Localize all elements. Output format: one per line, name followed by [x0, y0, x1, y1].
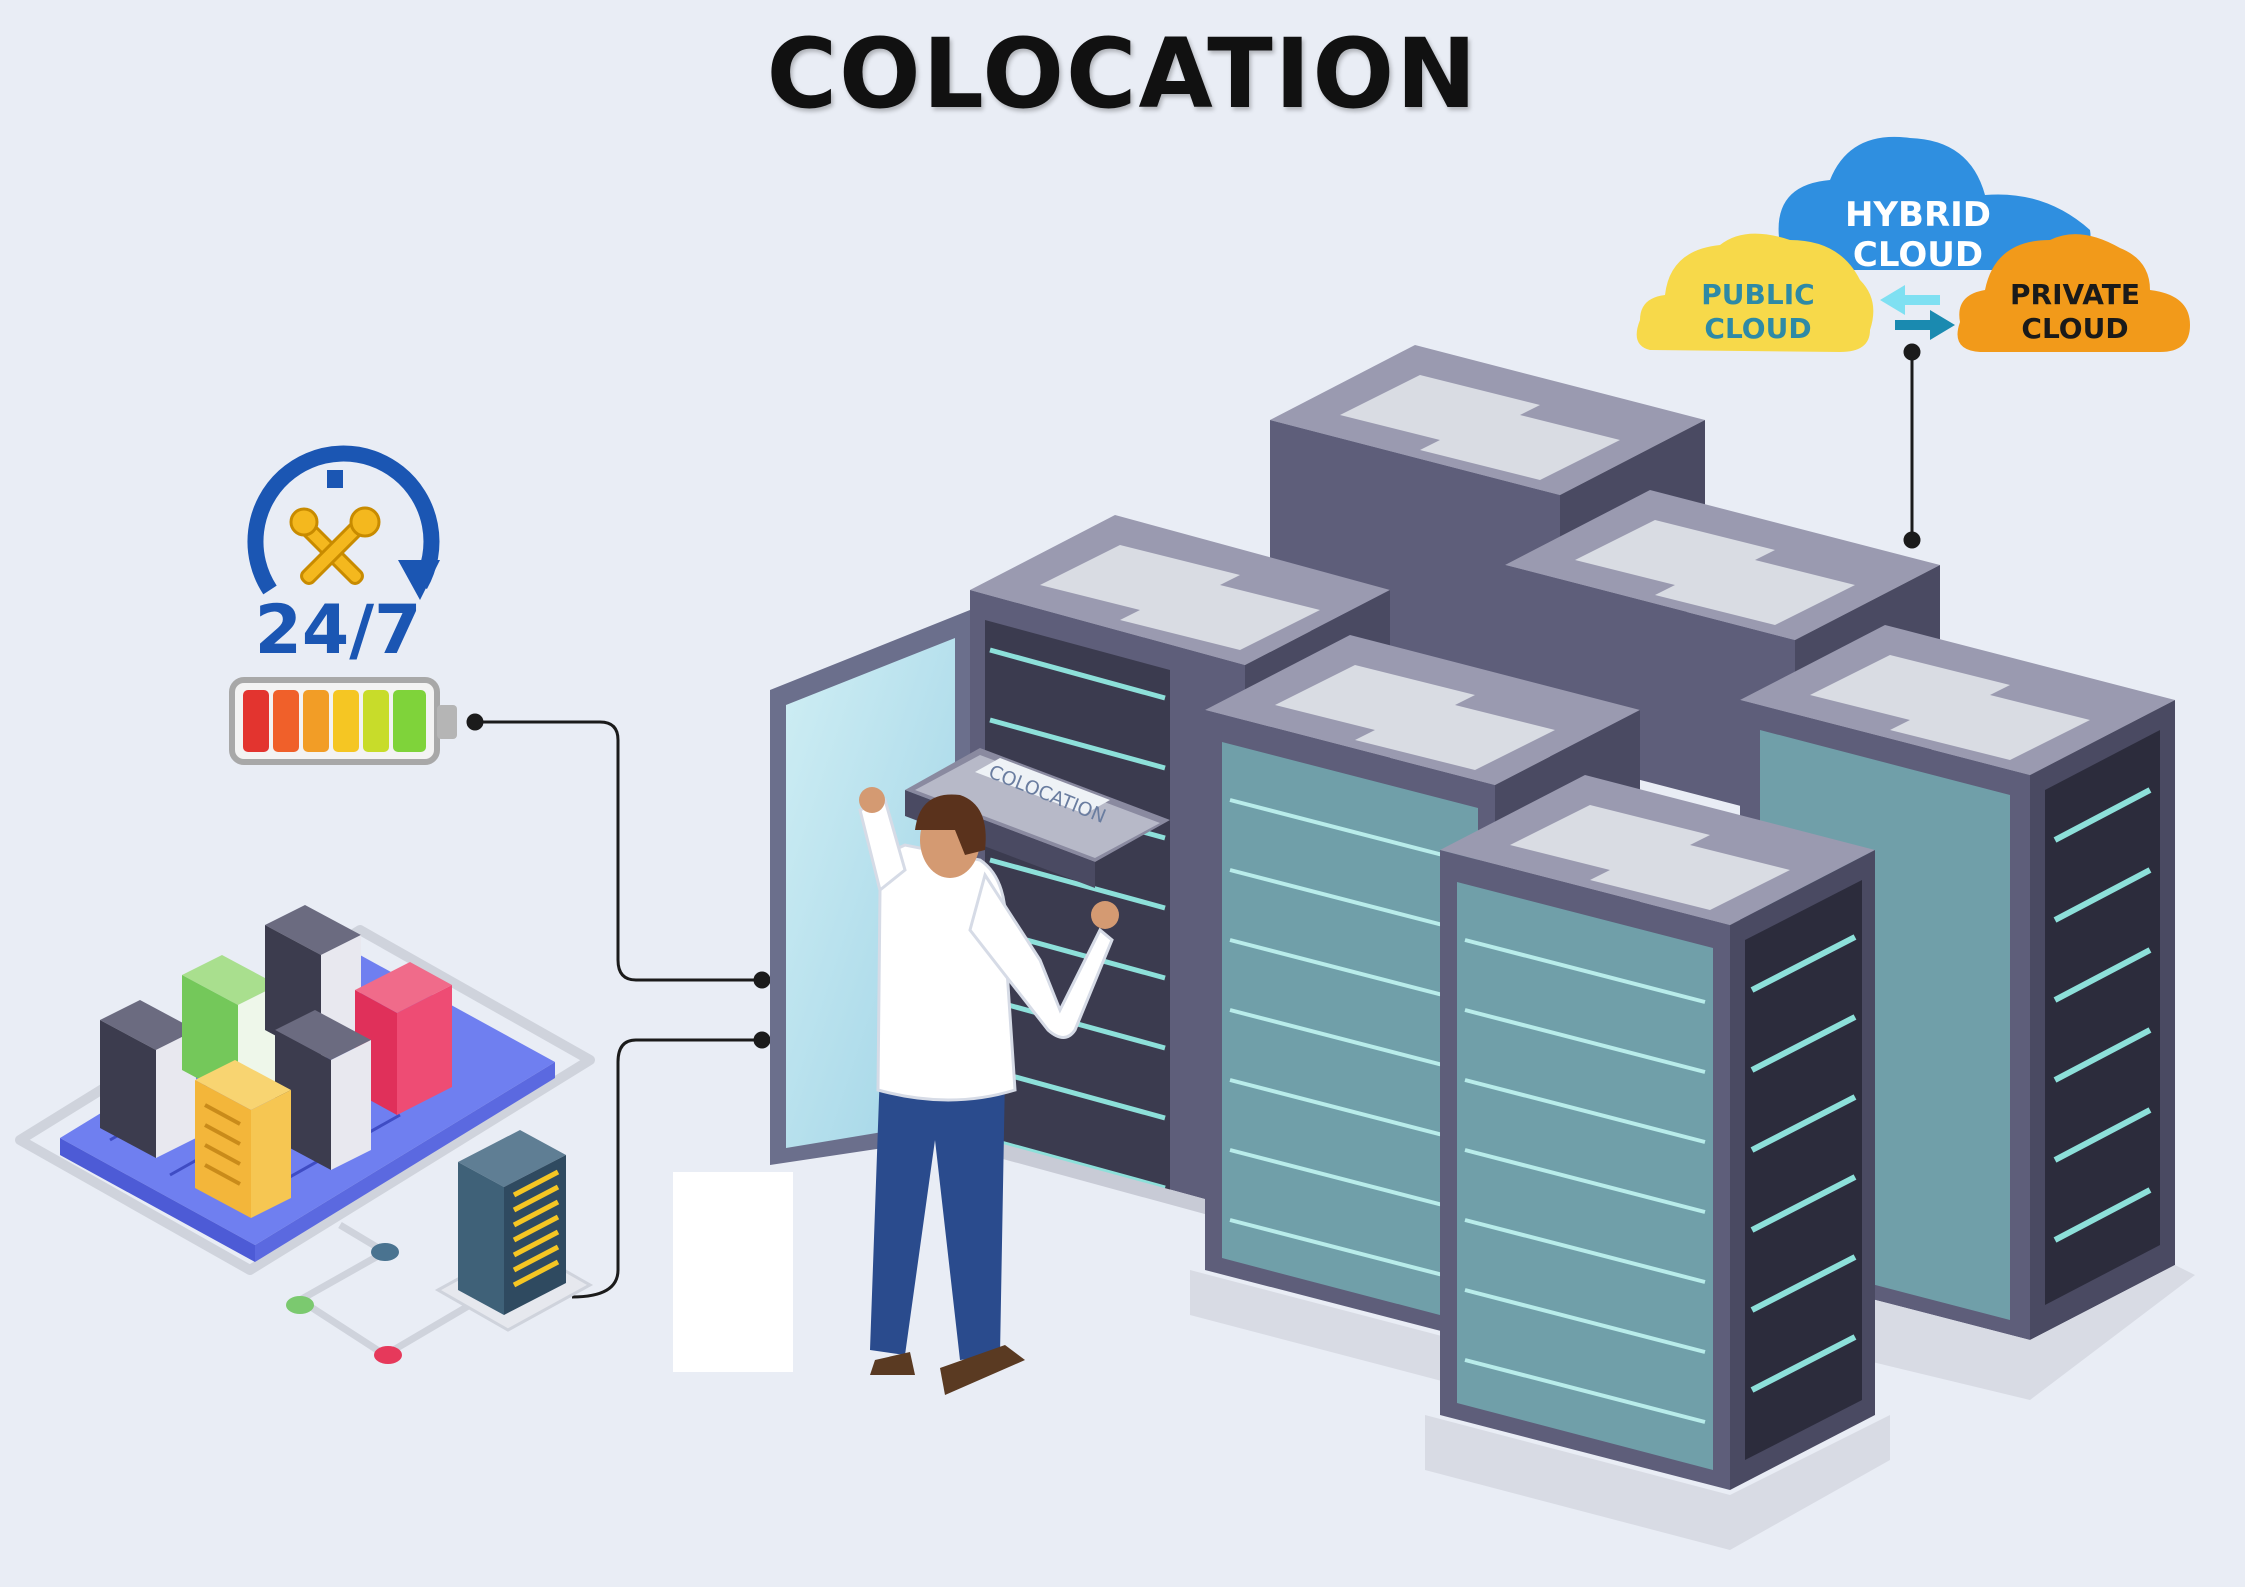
- mini-server-red: [355, 962, 452, 1115]
- support-24-7-icon: 24/7: [247, 445, 440, 670]
- battery-icon: [229, 677, 457, 765]
- mini-server-yellow: [195, 1060, 291, 1218]
- public-cloud-line2: CLOUD: [1704, 312, 1811, 345]
- private-cloud: PRIVATE CLOUD: [1957, 234, 2190, 352]
- rack-front-right: [1425, 775, 1890, 1550]
- public-cloud: PUBLIC CLOUD: [1636, 233, 1874, 352]
- network-nodes: [286, 1221, 472, 1364]
- standalone-server-rack: [434, 1130, 594, 1332]
- hybrid-cloud-line2: CLOUD: [1853, 235, 1983, 275]
- cloud-exchange-arrows-icon: [1880, 285, 1955, 340]
- mini-server-black-1: [100, 1000, 196, 1158]
- private-cloud-line2: CLOUD: [2021, 312, 2128, 345]
- public-cloud-line1: PUBLIC: [1701, 278, 1814, 311]
- connector-support-to-rack: [475, 720, 762, 982]
- rack-back-1: [1270, 345, 1705, 700]
- connector-lines: [466, 343, 1921, 1299]
- page-title: COLOCATION: [766, 18, 1479, 130]
- blank-panel: [673, 1172, 793, 1372]
- hybrid-cloud-line1: HYBRID: [1845, 195, 1991, 235]
- pulled-server-unit: COLOCATION: [905, 748, 1170, 888]
- tools-icon: [289, 506, 381, 585]
- connector-server-to-rack: [571, 1038, 762, 1299]
- hybrid-cloud: HYBRID CLOUD: [1775, 136, 2091, 275]
- private-cloud-line1: PRIVATE: [2010, 278, 2140, 311]
- support-label: 24/7: [255, 591, 422, 670]
- technician-person: [858, 787, 1119, 1395]
- rack-front-middle: [1190, 635, 1640, 1395]
- mini-datacenter-platform: [15, 905, 595, 1364]
